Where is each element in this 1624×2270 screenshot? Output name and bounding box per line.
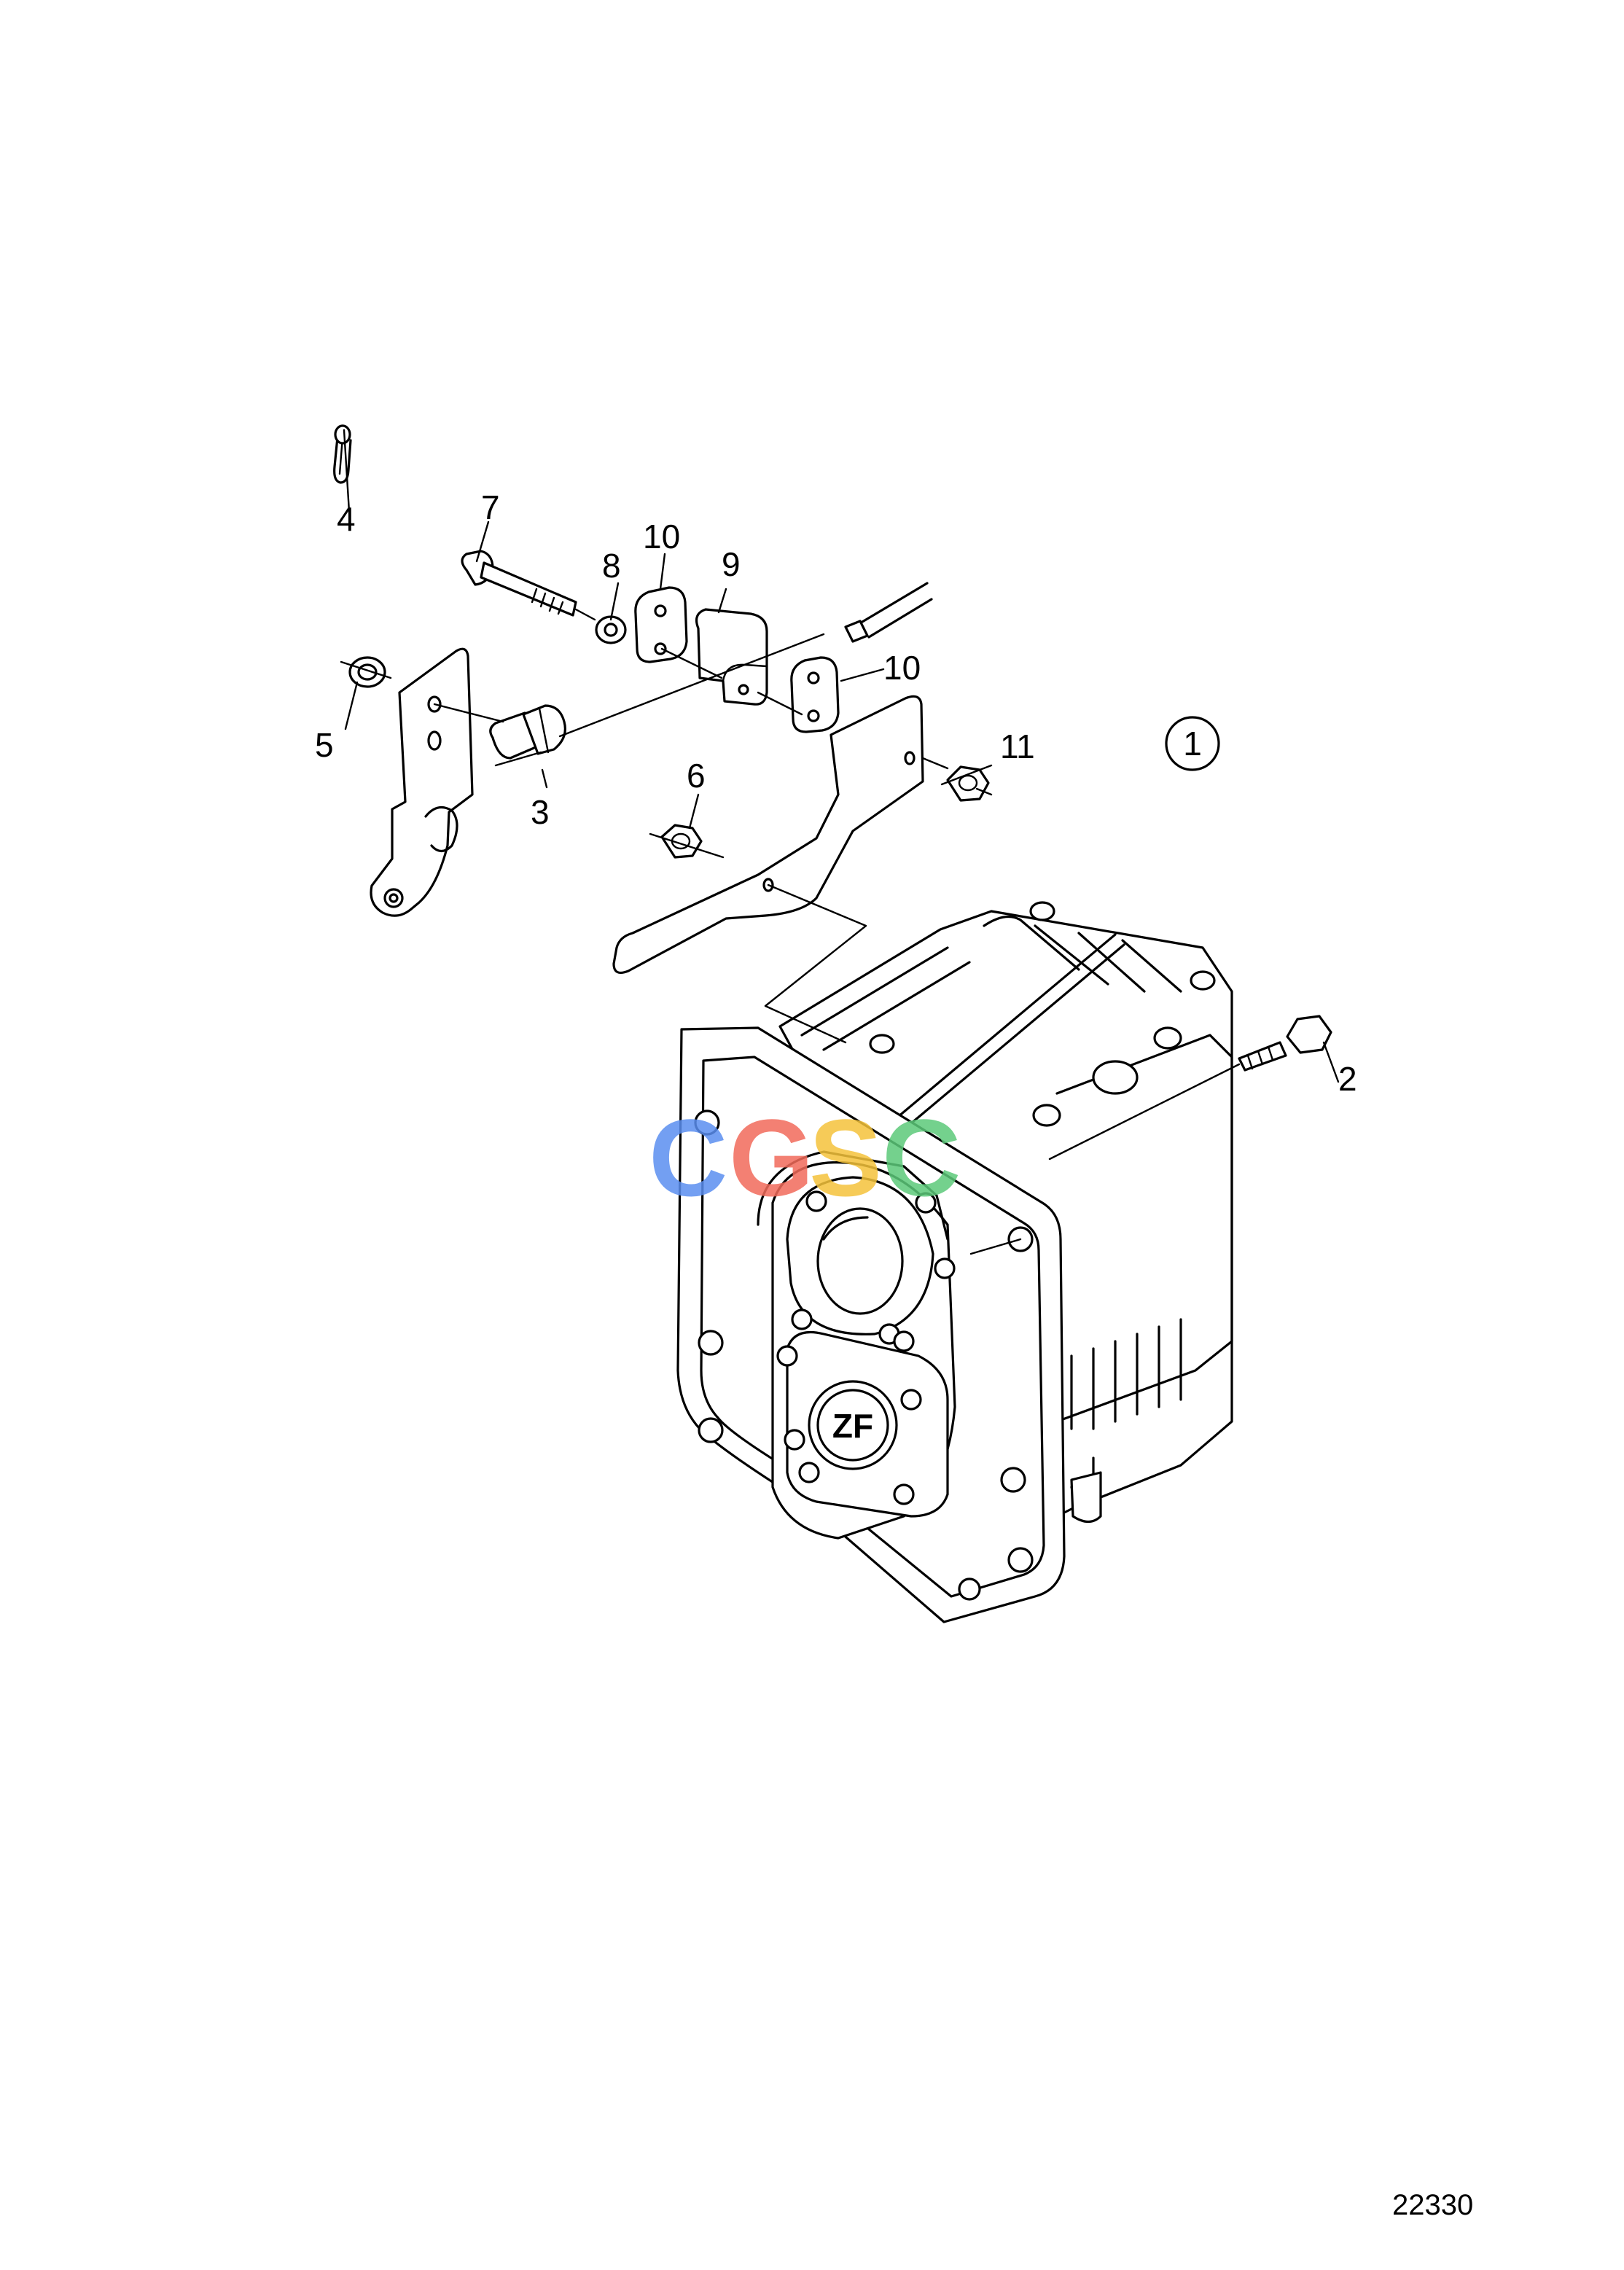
variant-marker-number: 1 (1183, 725, 1202, 762)
washer-part-8 (595, 615, 627, 644)
shoulder-pin-part-3 (489, 704, 566, 760)
zf-logo-text: ZF (832, 1407, 873, 1445)
leader-lines (340, 429, 1340, 1255)
nut-part-11 (946, 765, 990, 802)
nut-part-6 (660, 824, 703, 859)
lever-bracket (370, 647, 474, 917)
figure-number: 22330 (1392, 2189, 1473, 2221)
washer-part-5 (348, 656, 386, 688)
callout-8: 8 (602, 547, 621, 585)
watermark-letter-4: C (882, 1096, 961, 1219)
variant-marker: 1 (1165, 716, 1220, 771)
callout-3: 3 (531, 793, 550, 831)
watermark-letter-1: C (649, 1096, 727, 1219)
callout-5: 5 (315, 726, 334, 764)
callout-2: 2 (1338, 1060, 1357, 1098)
gearbox-housing: ZF (676, 901, 1233, 1623)
watermark: C G S C (649, 1096, 961, 1219)
callout-10b: 10 (883, 649, 921, 687)
control-cable (844, 582, 933, 643)
callout-7: 7 (481, 488, 500, 526)
screw-part-2 (1238, 1015, 1332, 1072)
callout-10a: 10 (643, 518, 680, 555)
bolt-part-7 (461, 550, 577, 617)
callout-9: 9 (722, 545, 741, 583)
callout-6: 6 (687, 757, 706, 795)
callout-4: 4 (337, 500, 356, 538)
watermark-letter-2: G (729, 1096, 814, 1219)
mounting-bracket (612, 695, 924, 974)
callout-11: 11 (1000, 728, 1035, 765)
callout-labels: 4 7 8 10 9 10 5 3 6 11 2 (315, 488, 1357, 1098)
watermark-letter-3: S (809, 1096, 882, 1219)
clevis-part-9 (695, 608, 768, 706)
link-plate-part-10-lower (790, 656, 840, 733)
link-plate-part-10-upper (634, 586, 688, 663)
cotter-pin-part-4 (333, 424, 352, 484)
